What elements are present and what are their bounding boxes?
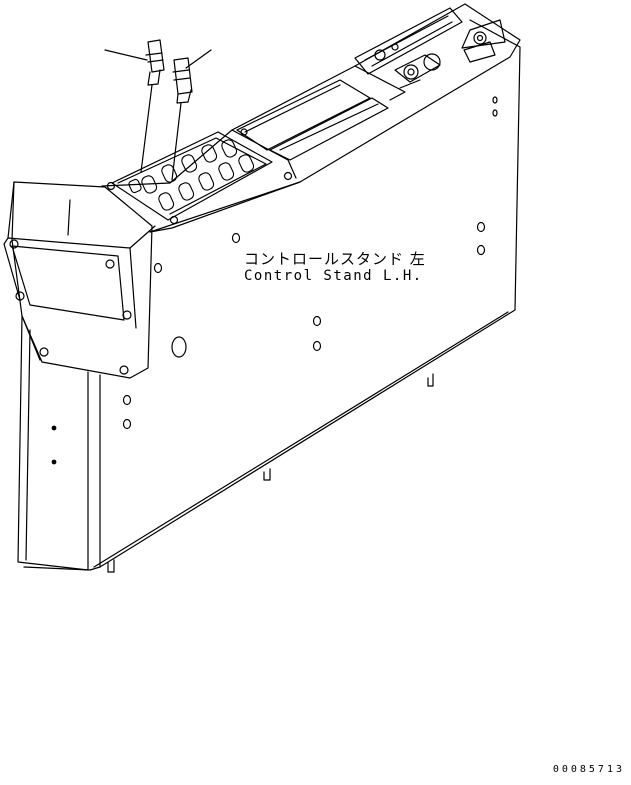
upper-control-cluster [355,8,505,88]
document-number: 00085713 [552,764,625,775]
connector-right [172,50,211,180]
stand-feet [108,374,433,572]
mounting-holes [124,97,498,429]
top-panel [102,4,520,232]
display-windows [237,80,388,160]
connector-left [105,40,164,172]
left-cover [4,182,155,378]
switch-panel [108,129,292,224]
title-english: Control Stand L.H. [244,268,423,284]
left-column [18,316,88,570]
title-japanese: コントロールスタンド 左 [244,250,426,268]
stand-front-face [24,20,520,570]
